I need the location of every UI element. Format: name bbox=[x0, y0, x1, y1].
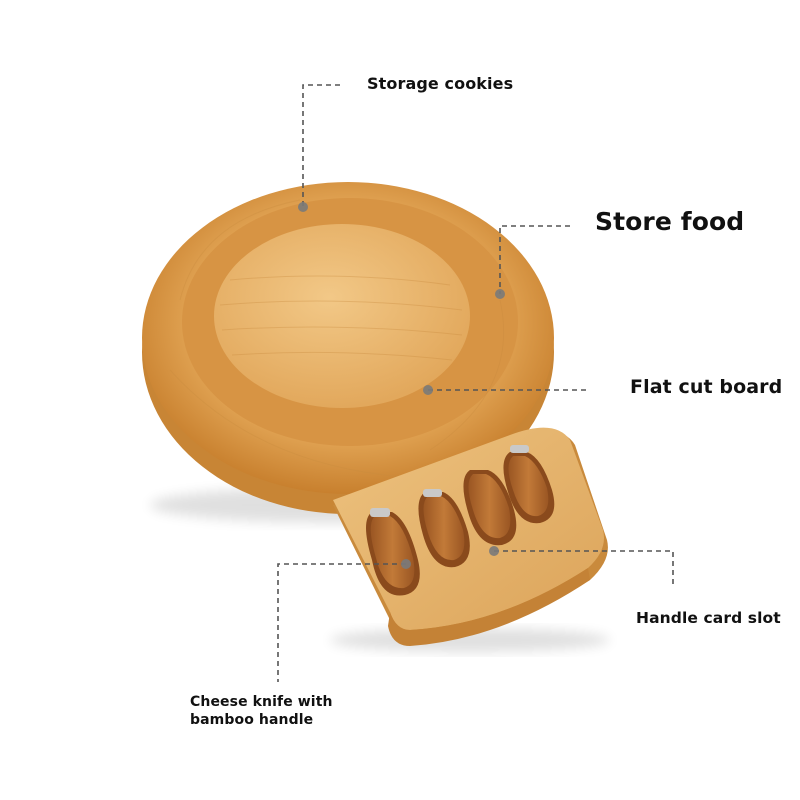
callout-markers bbox=[298, 202, 505, 569]
callout-cheese-knife-line1: Cheese knife with bbox=[190, 694, 333, 710]
knife-1 bbox=[366, 508, 420, 596]
callout-cheese-knife-line2: bamboo handle bbox=[190, 712, 314, 728]
callout-store-food: Store food bbox=[595, 207, 745, 236]
wood-grain bbox=[169, 199, 505, 479]
leader-knife bbox=[277, 563, 406, 682]
callout-storage-cookies: Storage cookies bbox=[367, 74, 514, 93]
knife-2 bbox=[418, 489, 470, 568]
marker-food bbox=[495, 289, 505, 299]
leader-storage bbox=[302, 84, 340, 207]
marker-slot bbox=[489, 546, 499, 556]
leader-slot bbox=[494, 550, 674, 584]
callout-handle-card-slot: Handle card slot bbox=[636, 609, 781, 627]
marker-flat bbox=[423, 385, 433, 395]
knife-3 bbox=[463, 470, 517, 546]
callout-flat-cut-board: Flat cut board bbox=[630, 376, 783, 398]
marker-storage bbox=[298, 202, 308, 212]
knife-set bbox=[366, 445, 555, 596]
callout-cheese-knife: Cheese knife with bamboo handle bbox=[190, 693, 333, 729]
leader-lines bbox=[277, 84, 674, 682]
knife-4 bbox=[503, 445, 555, 524]
marker-knife bbox=[401, 559, 411, 569]
